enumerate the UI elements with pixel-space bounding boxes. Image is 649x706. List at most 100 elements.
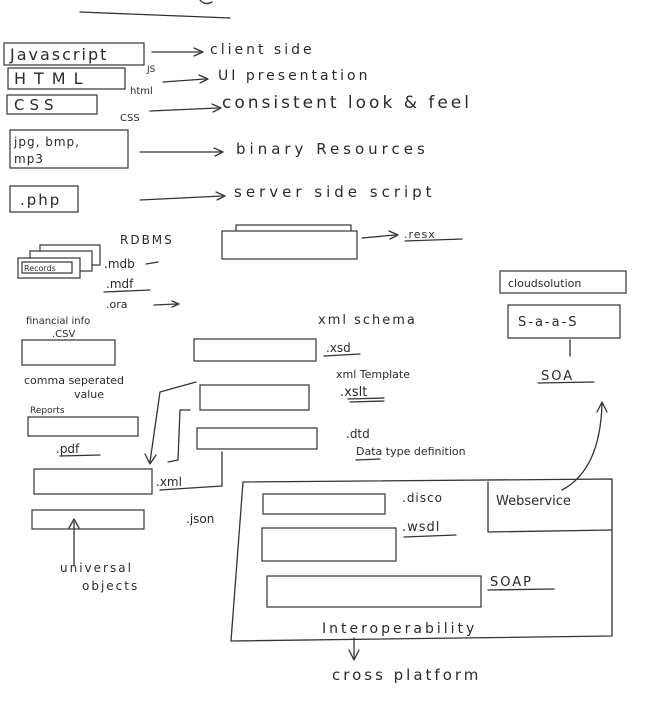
financial-info-label: financial info [26,316,90,327]
soap-label: SOAP [490,575,533,590]
cloud-solution-label: cloudsolution [508,277,581,290]
cloud-group: cloudsolution S-a-a-S SOA [499,270,627,384]
pdf-underline [59,454,101,457]
wsdl-underline [403,534,457,538]
javascript-tag: JS [146,65,156,75]
css-row: CSS CSS consistent look & feel [6,93,472,124]
disco-label: .disco [402,491,443,505]
json-box [31,509,145,530]
binary-arrow [139,147,224,157]
saas-box [507,304,621,339]
html-row: HTML html UI presentation [7,67,370,97]
css-tag: CSS [120,113,140,124]
html-tag: html [130,86,153,97]
resx-group: .resx [221,224,463,260]
pdf-box [27,416,139,437]
universal-objects-arrow [68,518,80,566]
soa-underline [537,381,595,384]
soa-label: SOA [541,369,574,384]
csv-label: .CSV [52,329,76,340]
dtd-underline [355,458,381,461]
php-arrow [139,191,226,201]
json-label: .json [186,512,214,526]
records-inner-box [21,261,73,274]
wsdl-label: .wsdl [402,520,440,535]
xsd-underline [323,353,361,357]
universal-label: universal [60,561,133,575]
xml-box [33,468,153,495]
binary-box [9,129,129,169]
ora-arrow [153,300,180,308]
saas-label: S-a-a-S [518,315,579,330]
php-box [9,185,79,213]
soap-box [266,575,482,608]
objects-label: objects [82,579,139,593]
xslt-to-xml-arrow [167,409,191,463]
reports-label: Reports [30,406,65,416]
css-desc: consistent look & feel [222,93,472,113]
webservice-label: Webservice [496,494,571,509]
html-box [7,67,126,90]
top-scribble-mark [199,0,213,5]
php-label: .php [20,191,61,209]
dtd-definition-label: Data type definition [356,445,466,458]
xml-schema-label: xml schema [318,313,417,328]
javascript-arrow [151,47,204,57]
rdbms-group: RDBMS Records .mdb .mdf .ora [17,233,180,311]
xslt-box [199,384,310,411]
html-label: HTML [14,69,91,88]
cross-platform-label: cross platform [332,666,481,684]
top-scribble-line [79,11,231,19]
php-desc: server side script [234,183,436,201]
comma-separated-value-label: value [74,388,104,401]
resx-box [221,230,358,260]
ora-label: .ora [106,298,128,311]
mdf-underline [103,289,151,293]
xml-template-label: xml Template [336,368,410,381]
html-desc: UI presentation [218,68,370,84]
xslt-underline [347,397,385,403]
cross-platform-arrow [348,637,360,661]
interoperability-label: Interoperability [322,621,477,637]
pdf-label: .pdf [56,442,80,456]
soap-underline [487,588,555,591]
javascript-row: Javascript JS client side [3,42,315,75]
mdb-dash [145,261,159,265]
resx-arrow [361,230,399,240]
css-label: CSS [14,96,59,114]
records-label: Records [24,264,56,273]
binary-desc: binary Resources [236,140,429,158]
pdf-group: Reports .pdf [27,406,139,457]
php-row: .php server side script [9,183,436,213]
xml-label: .xml [156,475,182,489]
cloud-solution-box [499,270,627,294]
binary-row: jpg, bmp, mp3 binary Resources [9,129,429,169]
wsdl-box [261,527,397,562]
webservice-outer-frame [230,478,613,642]
resx-underline [404,238,463,242]
xml-json-group: .xml .json universal objects [31,468,214,593]
xslt-label: .xslt [340,385,367,400]
xsd-group: xml schema .xsd [193,313,417,362]
css-box [6,94,98,115]
mdf-label: .mdf [106,277,134,291]
dtd-group: .dtd Data type definition [196,427,466,461]
html-arrow [162,74,209,84]
disco-box [262,493,386,515]
javascript-label: Javascript [9,45,108,64]
css-arrow [149,103,222,113]
javascript-desc: client side [210,42,315,58]
xslt-group: xml Template .xslt [199,368,410,411]
csv-group: financial info .CSV comma seperated valu… [21,316,124,401]
csv-box [21,339,116,366]
webservice-group: .disco .wsdl Webservice SOAP Interoperab… [230,478,613,642]
comma-separated-label: comma seperated [24,374,124,387]
binary-label-line1: jpg, bmp, [13,135,80,149]
xsd-box [193,338,317,362]
rdbms-label: RDBMS [120,233,174,247]
webservice-divider [487,481,613,533]
xsd-to-xml-arrow [144,381,197,465]
dtd-to-xml-line [159,451,223,491]
xsd-label: .xsd [326,341,351,355]
